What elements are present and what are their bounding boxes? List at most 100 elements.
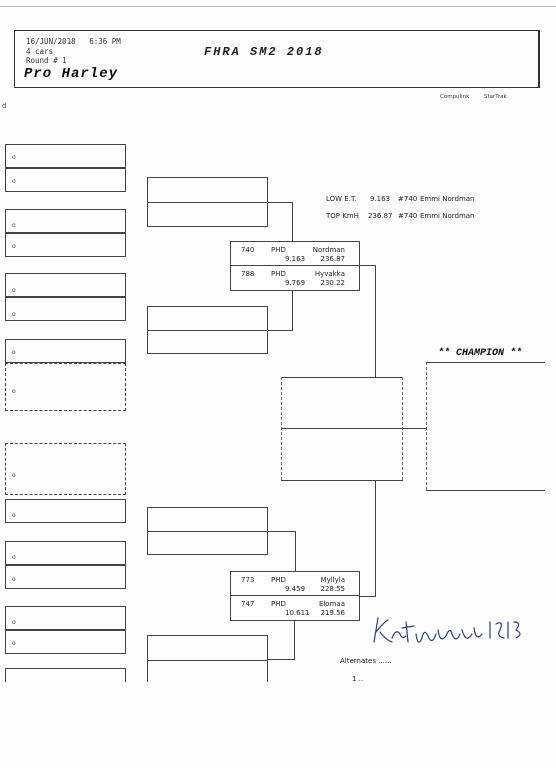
brand-startrak: StarTrak xyxy=(484,94,507,100)
speed-value: 219.56 xyxy=(320,609,346,617)
stat-label: TOP KmH xyxy=(326,212,359,220)
elapsed-time: 9.163 xyxy=(285,255,306,263)
event-title: FHRA SM2 2018 xyxy=(204,45,324,59)
round2-box-3 xyxy=(147,507,268,555)
stat-value: 236.87 xyxy=(368,212,393,220)
stat-driver: Emmi Nordman xyxy=(420,212,475,220)
signature xyxy=(373,617,521,643)
speed-value: 236.87 xyxy=(320,255,346,263)
round2-box-2 xyxy=(147,306,268,354)
slot-marker: o xyxy=(12,287,16,294)
stat-value: 9.163 xyxy=(370,195,391,203)
time-text: 6:36 PM xyxy=(89,37,121,46)
final-box-top xyxy=(281,377,403,378)
driver-name: Nordman xyxy=(312,246,345,254)
bracket-slot-6: o xyxy=(5,297,126,321)
slot-marker: o xyxy=(12,554,16,561)
bracket-slot-2: o xyxy=(5,168,126,192)
result-row: 773 PHD Myllyla 9.459 228.55 xyxy=(231,572,359,596)
alternate-1: 1 .. xyxy=(352,675,364,683)
slot-marker: o xyxy=(12,388,16,395)
lane-number: 747 xyxy=(241,600,255,608)
bracket-slot-3: o xyxy=(5,209,126,233)
slot-marker: o xyxy=(12,222,16,229)
slot-marker: o xyxy=(12,512,16,519)
class-code: PHD xyxy=(271,600,286,608)
final-box-mid xyxy=(281,428,426,429)
date-text: 16/JUN/2018 xyxy=(26,37,76,46)
margin-mark: d xyxy=(2,102,7,110)
result-row: 747 PHD Elomaa 10.611 219.56 xyxy=(231,596,359,620)
driver-name: Elomaa xyxy=(318,600,345,608)
connector xyxy=(360,265,376,266)
connector xyxy=(375,265,376,377)
connector xyxy=(360,596,376,597)
slot-marker: o xyxy=(12,640,16,647)
alternates-label: Alternates ...... xyxy=(340,657,392,665)
speed-value: 228.55 xyxy=(320,585,346,593)
bracket-slot-9: o xyxy=(5,443,126,495)
slot-marker: o xyxy=(12,154,16,161)
bracket-slot-4: o xyxy=(5,233,126,257)
bracket-slot-8: o xyxy=(5,363,126,411)
bracket-slot-15 xyxy=(5,668,126,682)
top-rule xyxy=(0,6,556,7)
connector xyxy=(375,480,376,597)
elapsed-time: 9.769 xyxy=(285,279,306,287)
connector xyxy=(295,531,296,574)
final-box-left xyxy=(281,377,282,480)
slot-marker: o xyxy=(12,472,16,479)
result-row: 740 PHD Nordman 9.163 236.87 xyxy=(231,242,359,266)
bracket-slot-5: o xyxy=(5,273,126,297)
connector xyxy=(268,659,294,660)
slot-marker: o xyxy=(12,178,16,185)
speed-value: 230.22 xyxy=(320,279,346,287)
lane-number: 773 xyxy=(241,576,255,584)
connector xyxy=(268,531,295,532)
champion-box-bottom xyxy=(426,490,545,491)
class-title: Pro Harley xyxy=(24,66,119,82)
connector xyxy=(268,330,292,331)
final-box-bottom xyxy=(281,480,403,481)
slot-marker: o xyxy=(12,349,16,356)
brand-compulink: Compulink xyxy=(440,94,470,100)
connector xyxy=(292,202,293,254)
class-code: PHD xyxy=(271,246,286,254)
connector xyxy=(268,202,292,203)
stat-car: #740 xyxy=(398,212,418,220)
bracket-slot-11: o xyxy=(5,541,126,565)
champion-label: ** CHAMPION ** xyxy=(438,348,523,359)
slot-marker: o xyxy=(12,311,16,318)
header-round: Round # 1 xyxy=(26,56,67,65)
round2-box-4 xyxy=(147,635,268,682)
bracket-slot-14: o xyxy=(5,630,126,654)
class-code: PHD xyxy=(271,576,286,584)
lane-number: 740 xyxy=(241,246,255,254)
bracket-slot-13: o xyxy=(5,606,126,630)
bracket-slot-7: o xyxy=(5,339,126,363)
final-box-right xyxy=(402,377,403,480)
elapsed-time: 10.611 xyxy=(285,609,310,617)
slot-marker: o xyxy=(12,576,16,583)
result-row: 788 PHD Hyvakka 9.769 230.22 xyxy=(231,266,359,290)
bracket-slot-12: o xyxy=(5,565,126,589)
slot-marker: o xyxy=(12,243,16,250)
connector xyxy=(292,290,293,331)
elapsed-time: 9.459 xyxy=(285,585,306,593)
round2-box-1 xyxy=(147,177,268,227)
stat-label: LOW E.T. xyxy=(326,195,357,203)
bracket-slot-10: o xyxy=(5,499,126,523)
stat-driver: Emmi Nordman xyxy=(420,195,475,203)
class-code: PHD xyxy=(271,270,286,278)
result-box-2: 773 PHD Myllyla 9.459 228.55 747 PHD Elo… xyxy=(230,571,360,621)
stat-car: #740 xyxy=(398,195,418,203)
header-box xyxy=(14,30,540,88)
result-box-1: 740 PHD Nordman 9.163 236.87 788 PHD Hyv… xyxy=(230,241,360,291)
champion-box-top xyxy=(426,362,545,363)
header-date: 16/JUN/2018 6:36 PM xyxy=(26,37,121,46)
bracket-slot-1: o xyxy=(5,144,126,168)
driver-name: Hyvakka xyxy=(314,270,345,278)
driver-name: Myllyla xyxy=(320,576,345,584)
connector xyxy=(294,620,295,660)
